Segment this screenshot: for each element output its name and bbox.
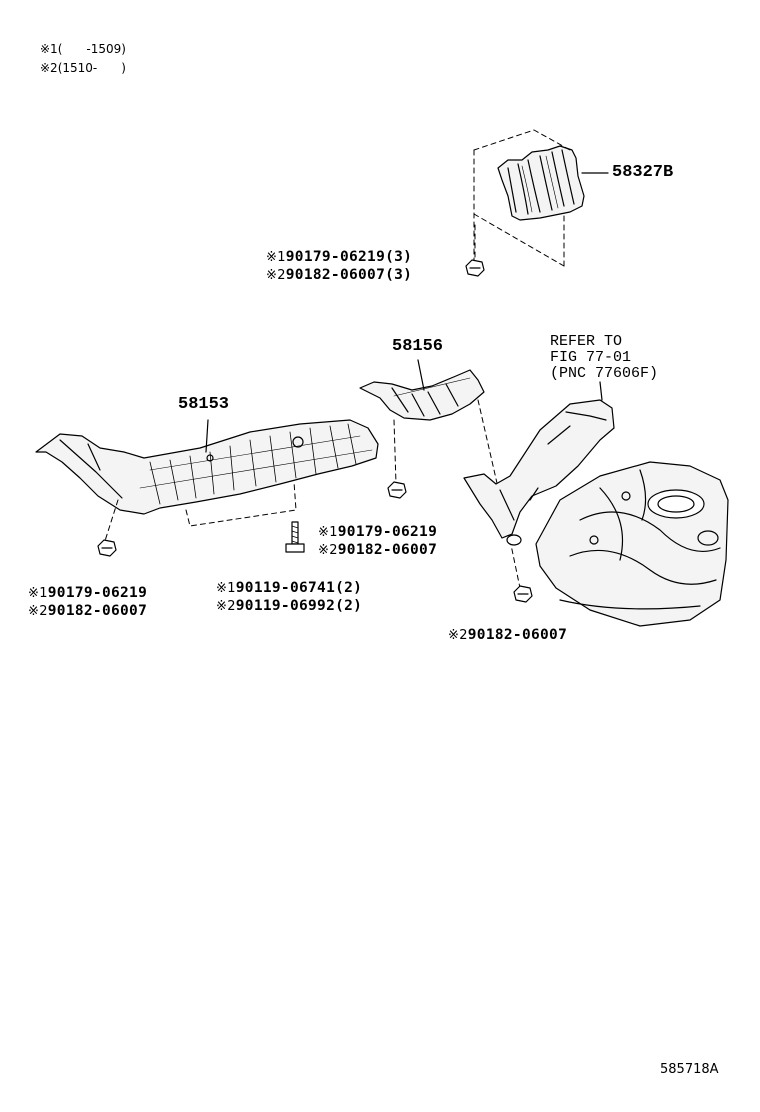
part-58153-label[interactable]: 58153 xyxy=(178,395,230,414)
mark-2-range: (1510- ) xyxy=(57,61,126,75)
part-58327b-label[interactable]: 58327B xyxy=(612,163,674,182)
note-2: ※2(1510- ) xyxy=(40,59,126,76)
fastener-top-2[interactable]: ※290182-06007(3) xyxy=(266,267,413,283)
nut-top-icon xyxy=(465,259,485,277)
mark-1-range: ( -1509) xyxy=(57,42,126,56)
fastener-mid-1[interactable]: ※190179-06219 xyxy=(318,524,438,540)
note-1: ※1( -1509) xyxy=(40,40,126,57)
fastener-bolt-1[interactable]: ※190119-06741(2) xyxy=(216,580,363,596)
fastener-right-2[interactable]: ※290182-06007 xyxy=(448,627,568,643)
heat-shield-58156 xyxy=(359,369,485,421)
fastener-left-1[interactable]: ※190179-06219 xyxy=(28,585,148,601)
heat-shield-58327b xyxy=(497,145,585,221)
reference-line-1: REFER TO xyxy=(550,333,623,350)
heat-shield-58153 xyxy=(35,419,379,515)
fastener-bolt-2[interactable]: ※290119-06992(2) xyxy=(216,598,363,614)
nut-right-icon xyxy=(513,585,533,603)
mark-1: ※1 xyxy=(40,42,58,56)
reference-line-3: (PNC 77606F) xyxy=(550,365,659,382)
nut-middle-icon xyxy=(387,481,407,499)
fastener-top-1[interactable]: ※190179-06219(3) xyxy=(266,249,413,265)
fuel-tank-reference xyxy=(463,399,729,627)
fastener-mid-2[interactable]: ※290182-06007 xyxy=(318,542,438,558)
illustration-id: 585718A xyxy=(660,1062,719,1077)
nut-left-icon xyxy=(97,539,117,557)
fastener-left-2[interactable]: ※290182-06007 xyxy=(28,603,148,619)
reference-line-2: FIG 77-01 xyxy=(550,349,632,366)
part-58156-label[interactable]: 58156 xyxy=(392,337,444,356)
bolt-icon xyxy=(285,521,305,553)
mark-2: ※2 xyxy=(40,61,58,75)
